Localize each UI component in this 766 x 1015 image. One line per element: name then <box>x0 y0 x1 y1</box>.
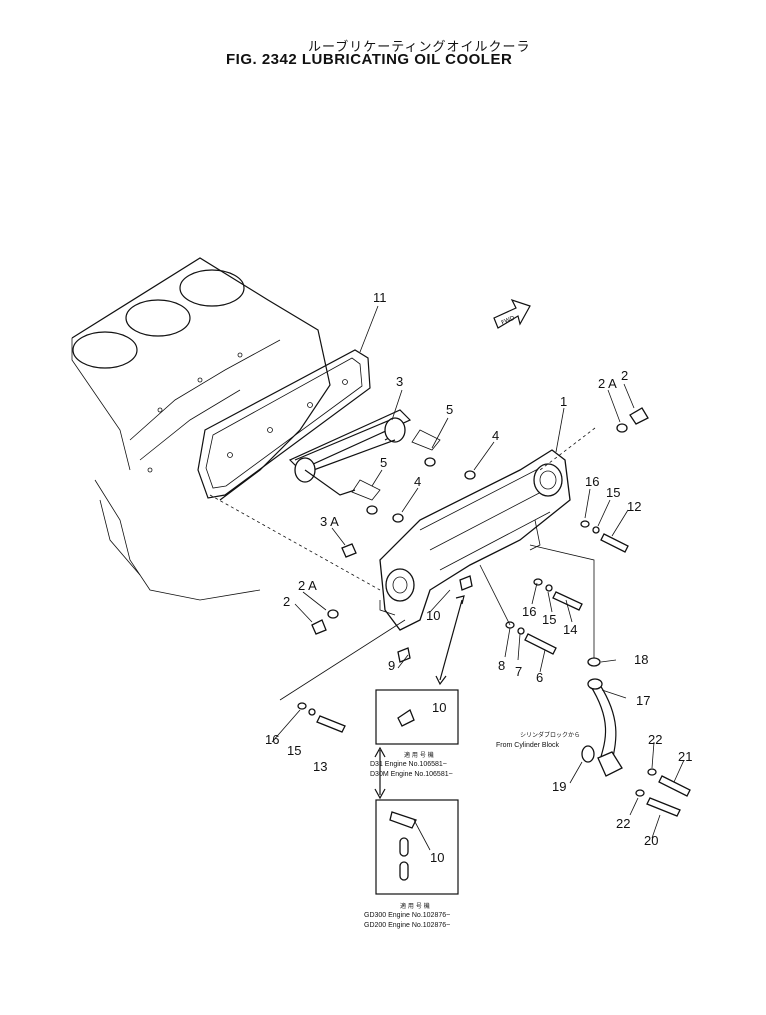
callout-16-right: 16 <box>585 474 599 489</box>
callout-21: 21 <box>678 749 692 764</box>
fwd-arrow: FWD <box>493 298 531 329</box>
figure-title: FIG. 2342 LUBRICATING OIL COOLER <box>226 51 513 68</box>
callout-6: 6 <box>536 670 543 685</box>
inset-arrows <box>374 595 465 800</box>
callout-2-left: 2 <box>283 594 290 609</box>
from-cylinder-jp: シリンダブロックから <box>520 731 580 739</box>
inset1-applies: 適 用 号 機 <box>404 751 434 759</box>
gasket-11 <box>197 349 371 499</box>
oil-cooler-case <box>379 449 571 631</box>
cooler-element-tubes <box>288 409 441 501</box>
callout-4-top: 4 <box>492 428 499 443</box>
callout-12: 12 <box>627 499 641 514</box>
inset2-line1: GD300 Engine No.102876~ <box>364 912 450 919</box>
callout-22-low: 22 <box>616 816 630 831</box>
callout-15-left: 15 <box>287 743 301 758</box>
inset2-callout: 10 <box>430 850 444 865</box>
callout-9: 9 <box>388 658 395 673</box>
inset2-applies: 適 用 号 機 <box>400 902 430 910</box>
callout-5-top: 5 <box>446 402 453 417</box>
leader-lines <box>209 305 685 839</box>
callout-16-left: 16 <box>265 732 279 747</box>
callout-19: 19 <box>552 779 566 794</box>
callout-2a-top: 2 A <box>598 376 617 391</box>
callout-4-mid: 4 <box>414 474 421 489</box>
callout-20: 20 <box>644 833 658 848</box>
callout-8: 8 <box>498 658 505 673</box>
callout-10: 10 <box>426 608 440 623</box>
callout-2-top: 2 <box>621 368 628 383</box>
fwd-label: FWD <box>500 314 516 326</box>
inset1-line1: D31 Engine No.106581~ <box>370 761 447 768</box>
callout-22-top: 22 <box>648 732 662 747</box>
callout-1: 1 <box>560 394 567 409</box>
small-parts <box>297 407 691 817</box>
inset2-line2: GD200 Engine No.102876~ <box>364 922 450 929</box>
callout-14: 14 <box>563 622 577 637</box>
callout-16-low: 16 <box>522 604 536 619</box>
callout-15-right: 15 <box>606 485 620 500</box>
from-cylinder-en: From Cylinder Block <box>496 742 560 749</box>
pipe-17 <box>587 678 623 777</box>
callout-15-low: 15 <box>542 612 556 627</box>
inset-box-2: 10 適 用 号 機 GD300 Engine No.102876~ GD200… <box>364 799 459 929</box>
callout-3a: 3 A <box>320 514 339 529</box>
callout-2a-left: 2 A <box>298 578 317 593</box>
callout-numbers: 11 3 5 5 4 4 1 2 A 2 3 A 2 A 2 16 15 12 … <box>265 290 692 848</box>
callout-3: 3 <box>396 374 403 389</box>
callout-5-mid: 5 <box>380 455 387 470</box>
callout-7: 7 <box>515 664 522 679</box>
inset-box-1: 10 適 用 号 機 D31 Engine No.106581~ D30M En… <box>370 689 459 778</box>
inset1-line2: D30M Engine No.106581~ <box>370 771 453 778</box>
callout-18: 18 <box>634 652 648 667</box>
engine-block <box>71 257 331 601</box>
title-japanese: ルーブリケーティングオイルクーラ <box>308 40 531 55</box>
inset1-callout: 10 <box>432 700 446 715</box>
callout-17: 17 <box>636 693 650 708</box>
callout-13: 13 <box>313 759 327 774</box>
callout-11: 11 <box>373 290 387 305</box>
